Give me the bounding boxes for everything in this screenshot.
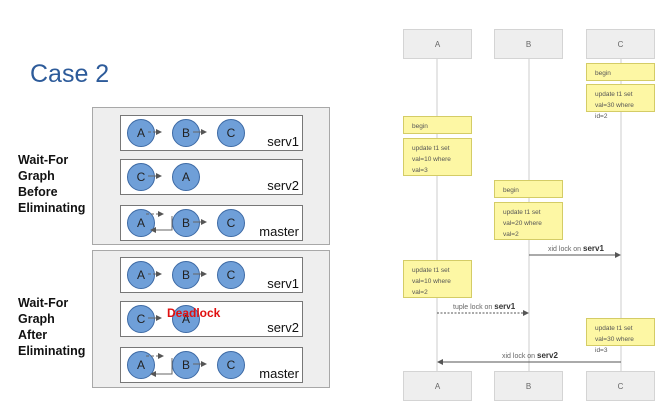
node-b: B [172,351,200,379]
message-text: xid lock on [502,353,536,360]
edge-b-a [150,358,173,377]
message-text: xid lock on [548,246,582,253]
note-line: val=20 where [503,220,542,227]
note-line: val=2 [412,289,428,296]
server-label: serv1 [267,134,299,149]
message-server: serv2 [537,351,558,360]
note: update t1 set val=30 where id=2 [586,84,655,120]
server-label: serv2 [267,178,299,193]
node-c: C [217,351,245,379]
actor-c-top: C [586,29,655,59]
serv2-row: C A Deadlock serv2 [120,301,303,337]
server-label: serv2 [267,320,299,335]
message-label: tuple lock on serv1 [453,302,515,311]
node-a: A [172,305,200,333]
note: update t1 set val=10 where val=3 [403,138,472,176]
message-label: xid lock on serv2 [502,351,558,360]
node-c: C [217,209,245,237]
node-c: C [217,119,245,147]
before-graph-panel: A B C serv1 C A serv2 A B C master [92,107,330,245]
node-a: A [127,119,155,147]
actor-a-bottom: A [403,371,472,401]
page-title: Case 2 [30,60,110,88]
note-line: update t1 set [412,267,450,274]
label-line: Graph [18,169,55,183]
message-label: xid lock on serv1 [548,244,604,253]
note: update t1 set val=10 where val=2 [403,260,472,298]
label-line: Eliminating [18,344,86,358]
label-line: Wait-For [18,296,69,310]
note: update t1 set val=20 where val=2 [494,202,563,240]
server-label: master [259,224,299,239]
note: begin [494,180,563,198]
message-server: serv1 [583,244,604,253]
note-line: update t1 set [595,325,633,332]
note-line: update t1 set [595,91,633,98]
label-line: Wait-For [18,153,69,167]
actor-b-top: B [494,29,563,59]
server-label: serv1 [267,276,299,291]
message-server: serv1 [494,302,516,311]
note-line: begin [503,187,519,194]
note-line: begin [595,70,611,77]
node-c: C [127,163,155,191]
master-row: A B C master [120,347,303,383]
serv1-row: A B C serv1 [120,115,303,151]
node-b: B [172,261,200,289]
label-line: After [18,328,48,342]
note-line: val=10 where [412,156,451,163]
after-graph-label: Wait-For Graph After Eliminating [18,295,85,359]
note-line: update t1 set [503,209,541,216]
node-a: A [172,163,200,191]
note-line: val=2 [503,231,519,238]
deadlock-annotation: Deadlock [167,306,221,320]
actor-c-bottom: C [586,371,655,401]
node-b: B [172,119,200,147]
node-c: C [127,305,155,333]
label-line: Before [18,185,58,199]
note-line: update t1 set [412,145,450,152]
note-line: val=10 where [412,278,451,285]
serv2-row: C A serv2 [120,159,303,195]
label-line: Eliminating [18,201,86,215]
actor-a-top: A [403,29,472,59]
server-label: master [259,366,299,381]
master-row: A B C master [120,205,303,241]
before-graph-label: Wait-For Graph Before Eliminating [18,152,85,216]
note: update t1 set val=30 where id=3 [586,318,655,354]
note-line: val=3 [412,167,428,174]
note-line: begin [412,123,428,130]
note: begin [403,116,472,134]
note: begin [586,63,655,81]
note-line: val=30 where id=2 [595,102,634,120]
edge-b-a [150,216,173,233]
node-c: C [217,261,245,289]
message-text: tuple lock on [453,304,493,311]
label-line: Graph [18,312,55,326]
serv1-row: A B C serv1 [120,257,303,293]
actor-b-bottom: B [494,371,563,401]
node-b: B [172,209,200,237]
node-a: A [127,261,155,289]
note-line: val=30 where id=3 [595,336,634,354]
after-graph-panel: A B C serv1 C A Deadlock serv2 A B C mas… [92,250,330,388]
